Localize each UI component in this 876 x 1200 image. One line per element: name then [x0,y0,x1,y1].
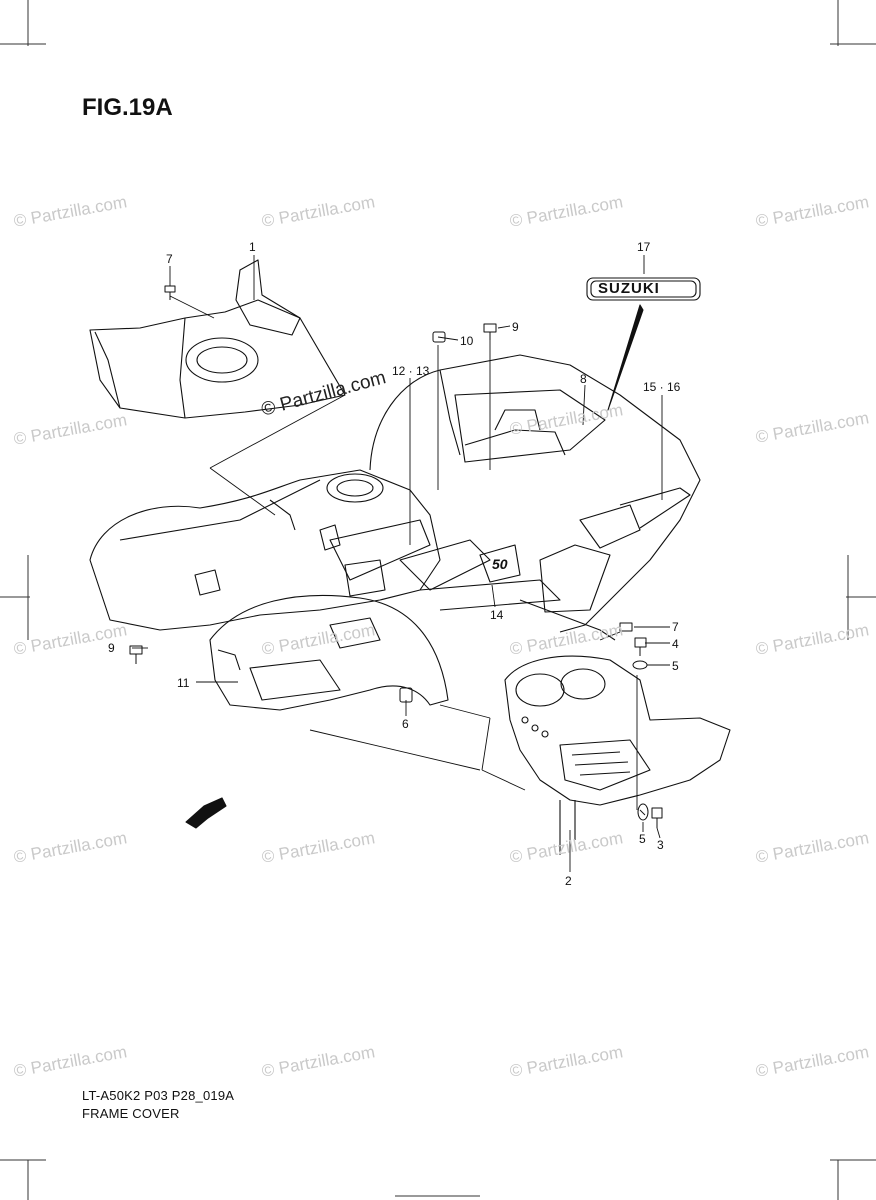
figure-caption: FRAME COVER [82,1106,180,1121]
callout-2: 2 [565,874,572,888]
callout-15-16: 15 · 16 [643,380,681,394]
figure-title: FIG.19A [82,94,173,121]
clip-6 [399,687,413,703]
model-code: LT-A50K2 P03 P28_019A [82,1088,235,1103]
part-body-main [89,469,561,631]
model-number-decal: 50 [492,556,508,572]
callout-4: 4 [672,637,679,651]
washer-5-lower [637,803,649,821]
callout-5-lower: 5 [639,832,646,846]
part-2-footrest [504,655,731,855]
callout-1: 1 [249,240,256,254]
callout-17: 17 [637,240,651,254]
part-8-rear-fender [369,354,701,641]
callout-3: 3 [657,838,664,852]
bolt-3 [651,807,663,828]
suzuki-emblem-text: SUZUKI [598,280,660,297]
nut-10 [432,331,446,343]
callout-10: 10 [460,334,474,348]
bolt-9-upper [483,323,497,340]
part-17-suzuki-emblem [586,277,701,411]
callout-12-13: 12 · 13 [392,364,430,378]
callout-leaders [132,255,670,872]
leader-lines [169,295,646,816]
washer-5-upper [632,660,648,670]
callout-11: 11 [177,676,190,690]
fwd-arrow [185,797,227,829]
callout-14: 14 [490,608,504,622]
bolt-7-right [619,622,633,632]
bolt-4 [634,637,647,656]
part-11-front-fender [209,594,449,711]
bolt-9-left [129,645,143,664]
callout-6: 6 [402,717,409,731]
callout-8: 8 [580,372,587,386]
callout-7-upper: 7 [166,252,173,266]
frame-cover-assembly [89,255,731,872]
callout-5-upper: 5 [672,659,679,673]
callout-9-upper: 9 [512,320,519,334]
callout-7-right: 7 [672,620,679,634]
callout-9-left: 9 [108,641,115,655]
